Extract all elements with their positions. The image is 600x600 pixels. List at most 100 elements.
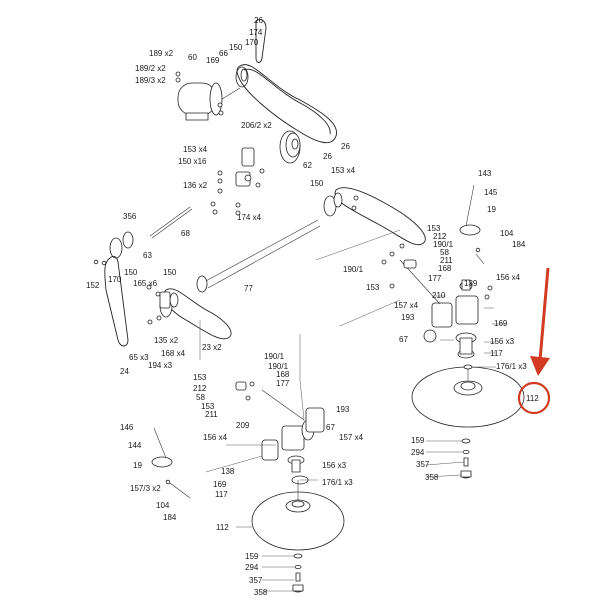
label-26a: 26 [254, 16, 263, 25]
label-26c: 26 [323, 152, 332, 161]
belt-26-main [237, 65, 337, 143]
label-174b: 174 x4 [237, 213, 262, 222]
label-156a: 156 x4 [496, 273, 521, 282]
label-58a: 58 [440, 248, 449, 257]
blade-19-right [460, 185, 484, 264]
motor-assembly [176, 67, 248, 120]
label-174: 174 [249, 28, 263, 37]
label-170: 170 [245, 38, 259, 47]
label-67b: 67 [326, 423, 335, 432]
label-77: 77 [244, 284, 253, 293]
label-189-3: 189/3 x2 [135, 76, 166, 85]
pulley-63 [94, 232, 133, 265]
label-63: 63 [143, 251, 152, 260]
label-143: 143 [478, 169, 492, 178]
shaft-68 [150, 207, 192, 238]
label-190-1b: 190/1 [343, 265, 364, 274]
label-66: 66 [219, 49, 228, 58]
label-153f: 153 [201, 402, 215, 411]
label-206-2: 206/2 x2 [241, 121, 272, 130]
label-157a: 157 x4 [394, 301, 419, 310]
label-165: 165 x6 [133, 279, 158, 288]
label-159a: 159 [411, 436, 425, 445]
label-176b: 176/1 x3 [322, 478, 353, 487]
label-68: 68 [181, 229, 190, 238]
label-194: 194 x3 [148, 361, 173, 370]
label-212a: 212 [433, 232, 447, 241]
label-177b: 177 [276, 379, 290, 388]
label-19b: 19 [133, 461, 142, 470]
label-193a: 193 [401, 313, 415, 322]
blade-19-left [152, 428, 190, 498]
label-357b: 357 [249, 576, 263, 585]
disc-112-right [412, 365, 524, 427]
label-117a: 117 [490, 349, 503, 358]
label-19a: 19 [487, 205, 496, 214]
pulley-group-left [147, 285, 178, 324]
leader-lines [200, 230, 506, 591]
label-168b: 168 [276, 370, 290, 379]
label-104b: 104 [156, 501, 170, 510]
label-144: 144 [128, 441, 142, 450]
label-169a: 169 [206, 56, 220, 65]
label-117b: 117 [215, 490, 228, 499]
label-112a: 112 [526, 394, 539, 403]
bearing-block-left [211, 148, 264, 215]
label-145: 145 [484, 188, 498, 197]
label-150c: 150 [310, 179, 324, 188]
label-112b: 112 [216, 523, 229, 532]
belt-23 [164, 289, 231, 339]
label-150e: 150 [163, 268, 177, 277]
gearbox-right [382, 244, 492, 358]
label-210: 210 [432, 291, 446, 300]
part-labels: 26 174 170 150 66 169 60 189 x2 189/2 x2… [86, 16, 539, 597]
label-209: 209 [236, 421, 250, 430]
pulley-62 [280, 131, 300, 163]
label-168: 168 x4 [161, 349, 186, 358]
label-356: 356 [123, 212, 137, 221]
label-104a: 104 [500, 229, 514, 238]
label-190-1d: 190/1 [268, 362, 289, 371]
label-157b: 157 x4 [339, 433, 364, 442]
disc-112-left [252, 480, 344, 550]
belt-right-top [335, 188, 425, 245]
label-294b: 294 [245, 563, 259, 572]
label-62: 62 [303, 161, 312, 170]
label-152: 152 [86, 281, 100, 290]
label-153e: 153 [193, 373, 207, 382]
label-212b: 212 [193, 384, 207, 393]
hardware-left-bottom [293, 554, 303, 592]
label-153c: 153 [427, 224, 441, 233]
label-190-1a: 190/1 [433, 240, 454, 249]
label-177a: 177 [428, 274, 442, 283]
label-157-3: 157/3 x2 [130, 484, 161, 493]
label-139: 139 [464, 279, 478, 288]
gearbox-left [236, 382, 324, 484]
label-358b: 358 [254, 588, 268, 597]
label-150a: 150 [229, 43, 243, 52]
label-138: 138 [221, 467, 235, 476]
label-153b: 153 x4 [331, 166, 356, 175]
label-357a: 357 [416, 460, 430, 469]
label-184a: 184 [512, 240, 526, 249]
belt-24 [105, 256, 128, 346]
label-60: 60 [188, 53, 197, 62]
label-184b: 184 [163, 513, 177, 522]
label-156d: 156 x3 [322, 461, 347, 470]
label-176a: 176/1 x3 [496, 362, 527, 371]
label-358a: 358 [425, 473, 439, 482]
label-169b: 169 [494, 319, 508, 328]
label-159b: 159 [245, 552, 259, 561]
label-26b: 26 [341, 142, 350, 151]
label-190-1c: 190/1 [264, 352, 285, 361]
label-153d: 153 [366, 283, 380, 292]
label-24: 24 [120, 367, 129, 376]
pulley-right-top [324, 193, 358, 216]
label-156b: 156 x3 [490, 337, 515, 346]
label-146: 146 [120, 423, 134, 432]
label-23: 23 x2 [202, 343, 222, 352]
label-58b: 58 [196, 393, 205, 402]
label-136: 136 x2 [183, 181, 208, 190]
label-189-2: 189/2 x2 [135, 64, 166, 73]
